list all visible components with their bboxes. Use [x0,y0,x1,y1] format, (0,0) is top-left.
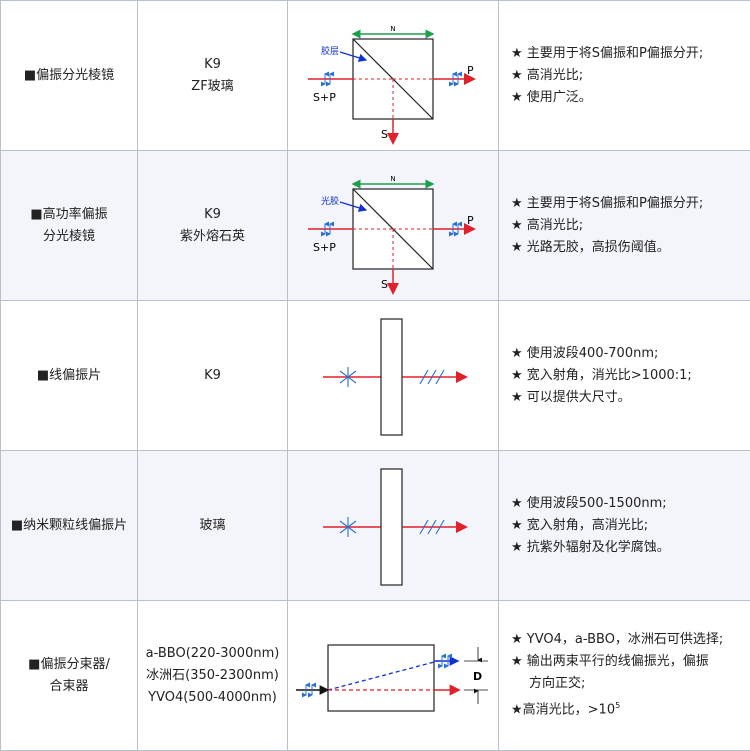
material-cell: K9 紫外熔石英 [138,151,288,301]
high-power-beamsplitter-cube-diagram: N 光胶 S+P P S [288,152,498,300]
features-cell: ★ 主要用于将S偏振和P偏振分开; ★ 高消光比; ★ 使用广泛。 [499,1,750,151]
features-cell: ★ 使用波段400-700nm; ★ 宽入射角，消光比>1000:1; ★ 可以… [499,301,750,451]
table-row: ■纳米颗粒线偏振片 玻璃 [1,451,750,601]
feature-item: ★ 宽入射角，高消光比; [511,515,750,537]
feature-item: ★ 高消光比; [511,215,750,237]
product-name-cell: ■纳米颗粒线偏振片 [1,451,138,601]
features-cell: ★ 主要用于将S偏振和P偏振分开; ★ 高消光比; ★ 光路无胶，高损伤阈值。 [499,151,750,301]
material-line: K9 [138,365,287,387]
material-line: 冰洲石(350-2300nm) [138,665,287,687]
product-name-cell: ■偏振分束器/ 合束器 [1,601,138,751]
feature-item: ★ 使用波段400-700nm; [511,343,750,365]
material-line: a-BBO(220-3000nm) [138,643,287,665]
glue-layer-label: 胶层 [321,45,339,57]
table-row: ■高功率偏振 分光棱镜 K9 紫外熔石英 N 光胶 [1,151,750,301]
material-line: 玻璃 [138,515,287,537]
diagram-cell: D [288,601,499,751]
polarized-light-icon [420,370,444,384]
p-output-label: P [467,214,474,227]
material-line: K9 [138,54,287,76]
feature-item: ★ 宽入射角，消光比>1000:1; [511,365,750,387]
features-cell: ★ 使用波段500-1500nm; ★ 宽入射角，高消光比; ★ 抗紫外辐射及化… [499,451,750,601]
feature-item-continuation: 方向正交; [511,673,750,695]
dimension-label: N [390,175,395,183]
material-line: K9 [138,204,287,226]
feature-item: ★ 可以提供大尺寸。 [511,387,750,409]
material-cell: K9 ZF玻璃 [138,1,288,151]
s-output-label: S [381,278,388,291]
polarizing-beamsplitter-cube-diagram: N 胶层 S+P P S [288,2,498,150]
material-cell: a-BBO(220-3000nm) 冰洲石(350-2300nm) YVO4(5… [138,601,288,751]
feature-item: ★ 抗紫外辐射及化学腐蚀。 [511,537,750,559]
input-beam-label: S+P [313,91,336,104]
feature-item: ★ YVO4，a-BBO，冰洲石可供选择; [511,629,750,651]
product-name-cell: ■高功率偏振 分光棱镜 [1,151,138,301]
product-name-cell: ■线偏振片 [1,301,138,451]
dimension-label: N [390,25,395,33]
linear-polarizer-diagram [288,302,498,450]
feature-item: ★ 主要用于将S偏振和P偏振分开; [511,43,750,65]
diagram-cell: N 胶层 S+P P S [288,1,499,151]
polarizer-plate [381,319,402,435]
polarizer-plate [381,469,402,585]
table-row: ■偏振分光棱镜 K9 ZF玻璃 N [1,1,750,151]
diagram-cell: N 光胶 S+P P S [288,151,499,301]
material-line: ZF玻璃 [138,76,287,98]
feature-item: ★ 使用广泛。 [511,87,750,109]
material-cell: K9 [138,301,288,451]
product-name-cell: ■偏振分光棱镜 [1,1,138,151]
separation-label: D [473,670,482,683]
polarized-light-icon [420,520,444,534]
optical-contact-label: 光胶 [321,195,339,207]
product-name: ■偏振分光棱镜 [1,65,137,87]
diagram-cell [288,451,499,601]
product-name: 分光棱镜 [1,226,137,248]
features-cell: ★ YVO4，a-BBO，冰洲石可供选择; ★ 输出两束平行的线偏振光，偏振 方… [499,601,750,751]
s-output-label: S [381,128,388,141]
product-name: ■高功率偏振 [1,204,137,226]
feature-item: ★ 使用波段500-1500nm; [511,493,750,515]
feature-item: ★ 高消光比; [511,65,750,87]
exponent: 5 [615,701,620,710]
product-name: ■偏振分束器/ [1,654,137,676]
product-name: 合束器 [1,676,137,698]
input-beam-label: S+P [313,241,336,254]
material-line: 紫外熔石英 [138,226,287,248]
material-line: YVO4(500-4000nm) [138,687,287,709]
crystal-block [328,645,434,711]
feature-item: ★ 光路无胶，高损伤阈值。 [511,237,750,259]
diagram-cell [288,301,499,451]
feature-item: ★ 主要用于将S偏振和P偏振分开; [511,193,750,215]
nanoparticle-polarizer-diagram [288,452,498,600]
feature-item: ★ 输出两束平行的线偏振光，偏振 [511,651,750,673]
product-name: ■线偏振片 [1,365,137,387]
feature-item: ★高消光比，>105 [511,695,750,721]
table-row: ■线偏振片 K9 [1,301,750,451]
p-output-label: P [467,64,474,77]
table-row: ■偏振分束器/ 合束器 a-BBO(220-3000nm) 冰洲石(350-23… [1,601,750,751]
material-cell: 玻璃 [138,451,288,601]
feature-text: ★高消光比，>10 [511,703,615,718]
product-name: ■纳米颗粒线偏振片 [1,515,137,537]
beam-displacer-diagram: D [288,602,498,750]
